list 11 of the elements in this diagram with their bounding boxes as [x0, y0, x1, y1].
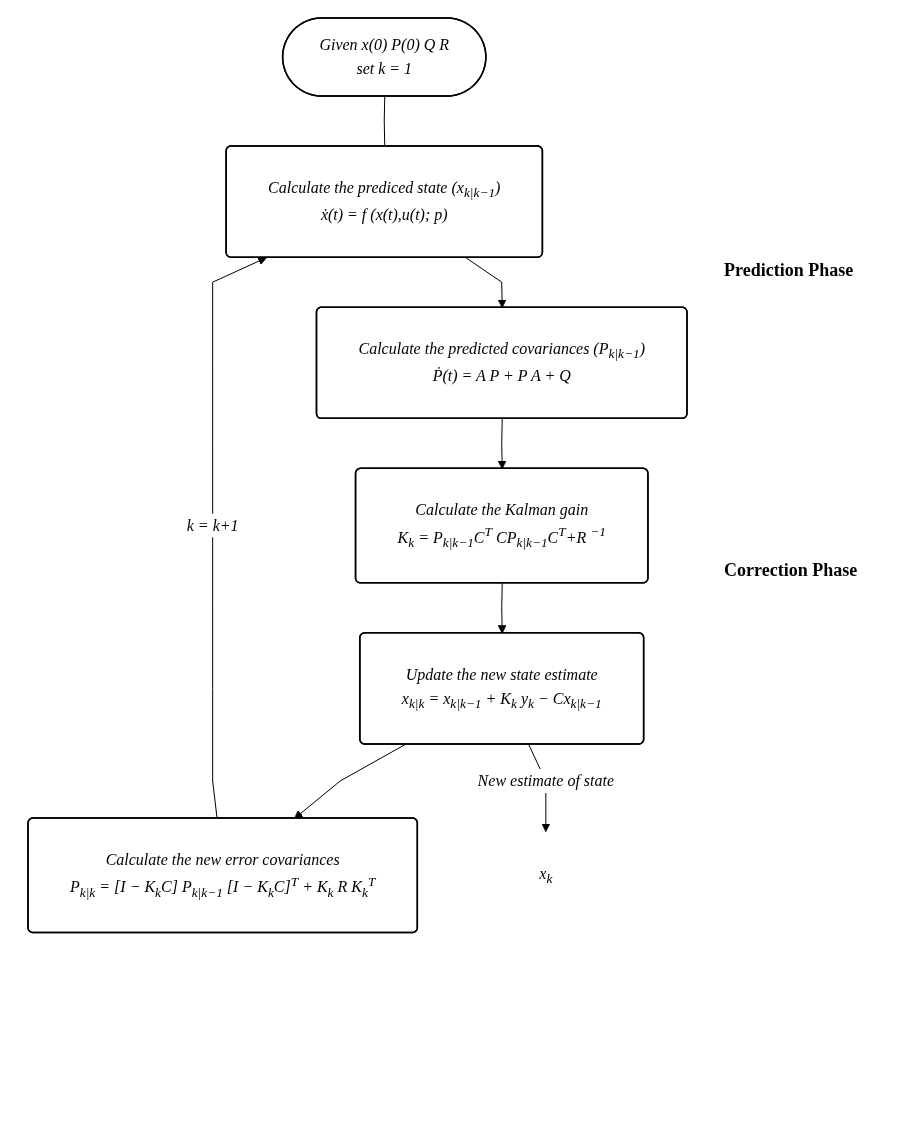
arrow — [464, 257, 506, 309]
arrow — [497, 418, 506, 470]
edge-label: k = k+1 — [186, 516, 239, 534]
arrow — [497, 582, 506, 634]
arrow — [211, 256, 267, 819]
arrow — [293, 744, 406, 819]
phase-label: Prediction Phase — [724, 260, 854, 281]
node-text: x$_{k}$ — [538, 864, 552, 886]
edge-label: New estimate of state — [477, 772, 614, 789]
phase-label: Correction Phase — [724, 560, 858, 581]
connector — [383, 96, 385, 147]
